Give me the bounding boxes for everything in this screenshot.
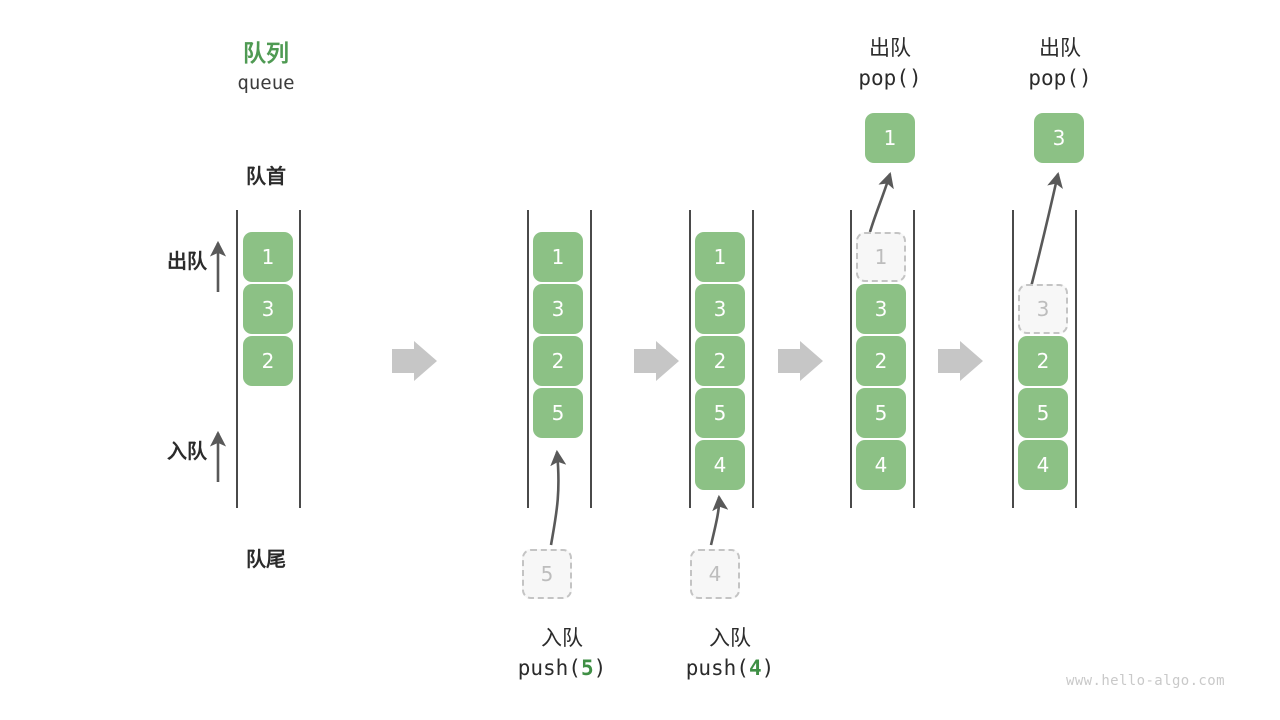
queue-rail-right-2	[590, 210, 592, 508]
step-arrow-4	[938, 341, 983, 381]
push-5-code-suffix: )	[593, 656, 607, 680]
queue-cell: 5	[856, 388, 906, 438]
pop-1-header-cn: 出队	[869, 36, 911, 60]
queue-cell: 3	[856, 284, 906, 334]
queue-rail-left-5	[1012, 210, 1014, 508]
push-5-caption-cn: 入队	[541, 626, 583, 650]
queue-cell: 3	[533, 284, 583, 334]
pop-1-header-code: pop()	[858, 66, 922, 90]
front-label: 队首	[246, 164, 286, 188]
push-5-code-value: 5	[580, 656, 594, 680]
pop-1-arrow	[868, 172, 894, 233]
queue-cell: 3	[695, 284, 745, 334]
queue-cell: 4	[1018, 440, 1068, 490]
queue-cell: 1	[243, 232, 293, 282]
queue-cell: 4	[856, 440, 906, 490]
enqueue-direction-label: 入队	[167, 439, 207, 463]
rear-label: 队尾	[246, 547, 286, 571]
popped-cell: 3	[1034, 113, 1084, 163]
queue-cell: 2	[1018, 336, 1068, 386]
popped-cell: 1	[865, 113, 915, 163]
push-5-caption-code: push(5)	[487, 656, 637, 680]
queue-cell-new: 5	[533, 388, 583, 438]
queue-rail-right-4	[913, 210, 915, 508]
watermark: www.hello-algo.com	[1066, 673, 1225, 689]
incoming-ghost-cell: 4	[690, 549, 740, 599]
queue-rail-left-4	[850, 210, 852, 508]
push-4-code-suffix: )	[761, 656, 775, 680]
queue-rail-right-1	[299, 210, 301, 508]
push-4-caption-cn: 入队	[709, 626, 751, 650]
step-arrow-1	[392, 341, 437, 381]
queue-cell: 2	[533, 336, 583, 386]
queue-cell: 1	[533, 232, 583, 282]
push-4-code-value: 4	[748, 656, 762, 680]
queue-cell: 2	[243, 336, 293, 386]
pop-3-header-cn: 出队	[1039, 36, 1081, 60]
queue-cell: 3	[243, 284, 293, 334]
step-arrow-2	[634, 341, 679, 381]
push-4-caption-code: push(4)	[655, 656, 805, 680]
dequeue-direction-label: 出队	[167, 249, 207, 273]
queue-cell-new: 4	[695, 440, 745, 490]
pop-3-arrow	[1027, 171, 1063, 296]
queue-rail-left-2	[527, 210, 529, 508]
queue-rail-left-3	[689, 210, 691, 508]
step-arrow-3	[778, 341, 823, 381]
queue-rail-left-1	[236, 210, 238, 508]
push-4-code-prefix: push(	[685, 656, 749, 680]
queue-cell-removed: 3	[1018, 284, 1068, 334]
queue-cell: 1	[695, 232, 745, 282]
push-4-arrow	[709, 494, 729, 546]
queue-rail-right-3	[752, 210, 754, 508]
queue-title-en: queue	[237, 72, 295, 94]
queue-cell: 5	[1018, 388, 1068, 438]
push-5-arrow	[549, 449, 567, 546]
queue-cell-removed: 1	[856, 232, 906, 282]
incoming-ghost-cell: 5	[522, 549, 572, 599]
push-5-code-prefix: push(	[517, 656, 581, 680]
queue-rail-right-5	[1075, 210, 1077, 508]
pop-3-header-code: pop()	[1028, 66, 1092, 90]
queue-title-cn: 队列	[243, 41, 289, 67]
queue-cell: 2	[695, 336, 745, 386]
queue-cell: 5	[695, 388, 745, 438]
queue-cell: 2	[856, 336, 906, 386]
